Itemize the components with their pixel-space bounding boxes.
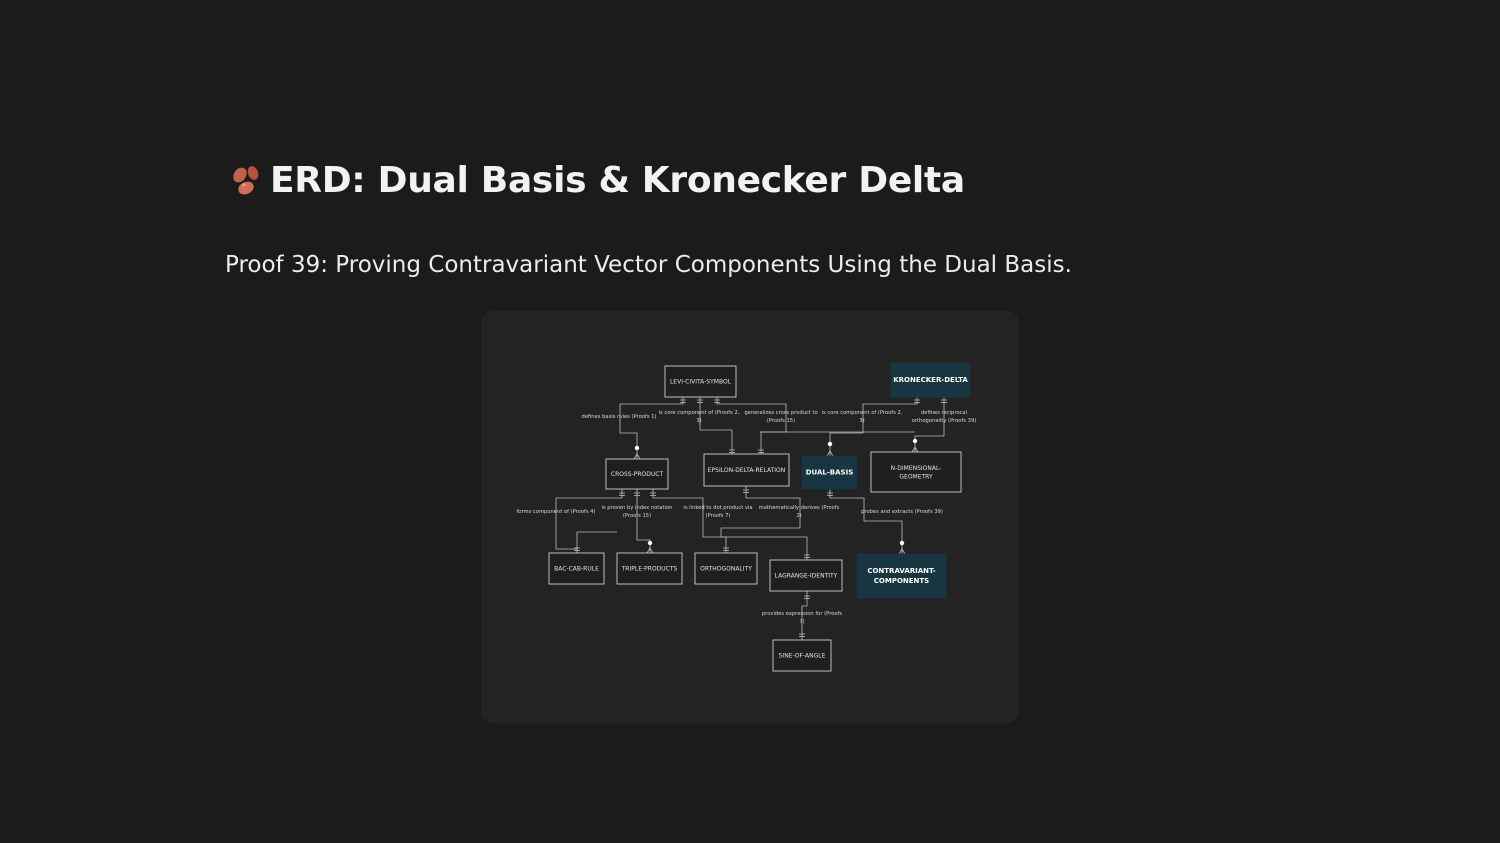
relationship-label: (Proofs 7) — [706, 513, 731, 519]
relationship-label: is core component of (Proofs 2, — [822, 410, 903, 416]
relationship-line — [699, 397, 733, 454]
optional-marker — [647, 540, 653, 546]
crows-foot-marker — [826, 450, 834, 457]
relationship-label: 7) — [799, 619, 804, 625]
relationship-line — [829, 397, 918, 452]
page-title: ERD: Dual Basis & Kronecker Delta — [270, 160, 965, 201]
entity-label: N-DIMENSIONAL- — [891, 465, 942, 472]
relationship-line — [576, 531, 617, 549]
entity-label: CROSS-PRODUCT — [611, 471, 664, 478]
entity-n-dim: N-DIMENSIONAL-GEOMETRY — [870, 451, 962, 493]
entity-sine-angle: SINE-OF-ANGLE — [772, 639, 832, 672]
relationship-label: mathematically derives (Proofs — [759, 505, 840, 511]
relationship-label: forms component of (Proofs 4) — [516, 509, 595, 515]
relationship-lines — [555, 397, 947, 640]
entity-label: COMPONENTS — [874, 577, 929, 585]
relationship-label: 3) — [859, 418, 864, 424]
entity-label: LEVI-CIVITA-SYMBOL — [670, 379, 732, 386]
relationship-line — [636, 489, 651, 549]
relationship-label: (Proofs 15) — [767, 418, 795, 424]
entity-label: CONTRAVARIANT- — [867, 567, 935, 575]
beans-emoji-icon — [233, 165, 259, 194]
entity-lagrange: LAGRANGE-IDENTITY — [769, 559, 843, 592]
crows-foot-marker — [646, 547, 654, 554]
relationship-line — [914, 397, 945, 452]
entity-contravariant: CONTRAVARIANT- COMPONENTS — [856, 553, 947, 599]
entity-label: EPSILON-DELTA-RELATION — [708, 467, 785, 474]
entity-dual-basis: DUAL-BASIS — [801, 455, 858, 490]
optional-marker — [899, 540, 905, 546]
title-row: ERD: Dual Basis & Kronecker Delta — [228, 160, 965, 201]
relationship-label: probes and extracts (Proofs 39) — [861, 509, 943, 515]
entity-label: BAC-CAB-RULE — [554, 566, 599, 573]
relationship-label: orthogonality (Proofs 39) — [912, 418, 977, 424]
relationship-label: provides expression for (Proofs — [762, 611, 842, 617]
entity-levi-civita: LEVI-CIVITA-SYMBOL — [664, 365, 737, 398]
erd-diagram: defines basis rules (Proofs 1)is core co… — [516, 362, 976, 672]
relationship-label: 3) — [696, 418, 701, 424]
entity-label: KRONECKER-DELTA — [893, 376, 968, 384]
entity-epsilon-delta: EPSILON-DELTA-RELATION — [703, 453, 790, 487]
relationship-line — [829, 489, 903, 550]
entity-triple-products: TRIPLE-PRODUCTS — [616, 552, 683, 585]
entity-kronecker: KRONECKER-DELTA — [890, 362, 971, 398]
crows-foot-marker — [633, 453, 641, 460]
relationship-line — [716, 397, 787, 454]
relationship-label: 2) — [796, 513, 801, 519]
page-subtitle: Proof 39: Proving Contravariant Vector C… — [225, 252, 1072, 278]
entity-bac-cab: BAC-CAB-RULE — [548, 552, 605, 585]
entity-label: DUAL-BASIS — [806, 469, 854, 477]
erd-diagram-card: defines basis rules (Proofs 1)is core co… — [481, 311, 1019, 723]
relationship-line — [555, 489, 623, 553]
relationship-label: is core component of (Proofs 2, — [659, 410, 740, 416]
entity-label: ORTHOGONALITY — [700, 566, 752, 573]
relationship-label: defines reciprocal — [921, 410, 967, 416]
entity-label: GEOMETRY — [899, 473, 933, 480]
relationship-line — [619, 397, 684, 455]
optional-marker — [827, 441, 833, 447]
entity-orthogonality: ORTHOGONALITY — [694, 552, 758, 585]
relationship-labels: defines basis rules (Proofs 1)is core co… — [516, 410, 976, 625]
relationship-line — [720, 486, 808, 560]
optional-marker — [912, 438, 918, 444]
entity-cross-product: CROSS-PRODUCT — [605, 458, 669, 490]
crows-foot-marker — [911, 446, 919, 453]
entities: LEVI-CIVITA-SYMBOL KRONECKER-DELTA CROSS-P… — [548, 362, 971, 672]
entity-label: TRIPLE-PRODUCTS — [621, 566, 678, 573]
crows-foot-marker — [898, 548, 906, 555]
relationship-label: is proven by index notation — [602, 505, 673, 511]
relationship-line — [652, 489, 727, 553]
relationship-label: is linked to dot product via — [683, 505, 752, 511]
relationship-label: generalizes cross product to — [744, 410, 817, 416]
relationship-label: defines basis rules (Proofs 1) — [582, 414, 657, 420]
entity-label: SINE-OF-ANGLE — [779, 653, 826, 660]
optional-marker — [634, 445, 640, 451]
relationship-label: (Proofs 15) — [623, 513, 651, 519]
entity-label: LAGRANGE-IDENTITY — [775, 573, 838, 580]
